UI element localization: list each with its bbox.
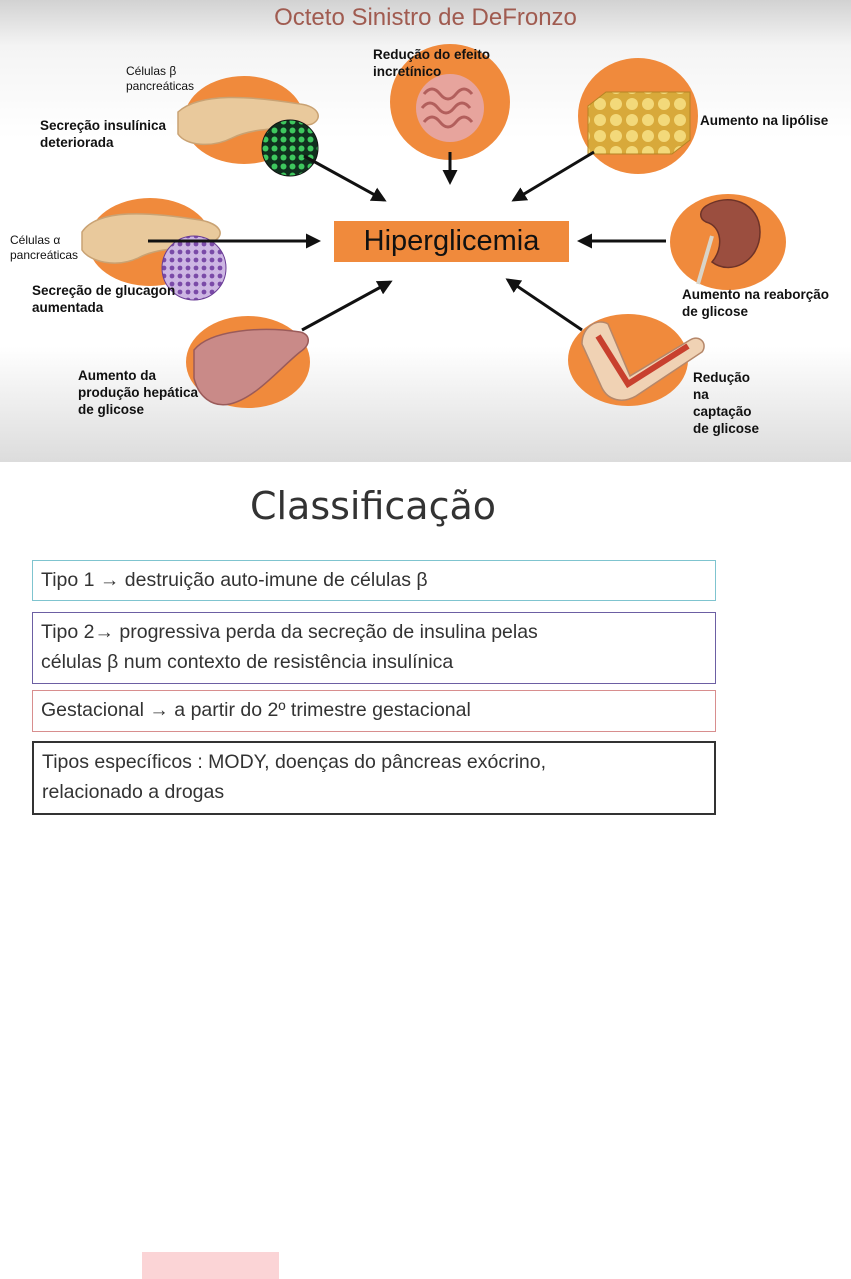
classification-box-gestacional: Gestacional → a partir do 2º trimestre g… (32, 690, 716, 732)
kidney-illustration (696, 199, 761, 285)
especificos-line2: relacionado a drogas (42, 781, 225, 803)
liver-illustration (193, 328, 309, 406)
alpha-cells-label: Células α pancreáticas (10, 233, 79, 262)
classification-title: Classificação (249, 484, 497, 528)
pink-highlight-bar (142, 1252, 279, 1279)
classification-box-tipo1: Tipo 1 → destruição auto-imune de célula… (32, 560, 716, 601)
gestacional-line1: Gestacional → a partir do 2º trimestre g… (41, 699, 471, 721)
label-lipolysis: Aumento na lipólise (700, 113, 829, 128)
pancreas-beta-illustration (177, 96, 319, 177)
tipo2-line1: Tipo 2→ progressiva perda da secreção de… (41, 621, 538, 643)
label-glucagon: Secreção de glucagon aumentada (32, 283, 176, 315)
diagram-graphics (81, 44, 786, 408)
beta-cells-label: Células β pancreáticas (126, 64, 195, 93)
hyperglycemia-box: Hiperglicemia (334, 221, 569, 262)
arm-muscle-illustration (581, 321, 705, 401)
diagram-title: Octeto Sinistro de DeFronzo (274, 4, 577, 31)
intestine-illustration (416, 74, 484, 142)
label-incretin: Redução do efeito incretínico (373, 47, 491, 79)
label-liver: Aumento da produção hepática de glicose (78, 368, 199, 417)
label-kidney: Aumento na reaborção de glicose (682, 287, 830, 319)
arrow-insulin (303, 154, 387, 202)
fat-tissue-illustration (587, 91, 691, 155)
label-insulin: Secreção insulínica deteriorada (40, 118, 167, 150)
hyperglycemia-label: Hiperglicemia (363, 225, 540, 257)
tipo2-line2: células β num contexto de resistência in… (41, 651, 454, 673)
defronzo-octet-diagram: Octeto Sinistro de DeFronzo Hiperglicemi… (0, 0, 851, 462)
classification-box-tipo2: Tipo 2→ progressiva perda da secreção de… (32, 612, 716, 684)
arrow-lipolysis (511, 150, 595, 202)
especificos-line1: Tipos específicos : MODY, doenças do pân… (42, 751, 547, 773)
classification-box-especificos: Tipos específicos : MODY, doenças do pân… (32, 741, 716, 815)
tipo1-line1: Tipo 1 → destruição auto-imune de célula… (41, 569, 428, 591)
arrow-liver (301, 280, 393, 332)
arrow-muscle (505, 278, 583, 332)
label-muscle: Redução na captação de glicose (693, 370, 760, 436)
